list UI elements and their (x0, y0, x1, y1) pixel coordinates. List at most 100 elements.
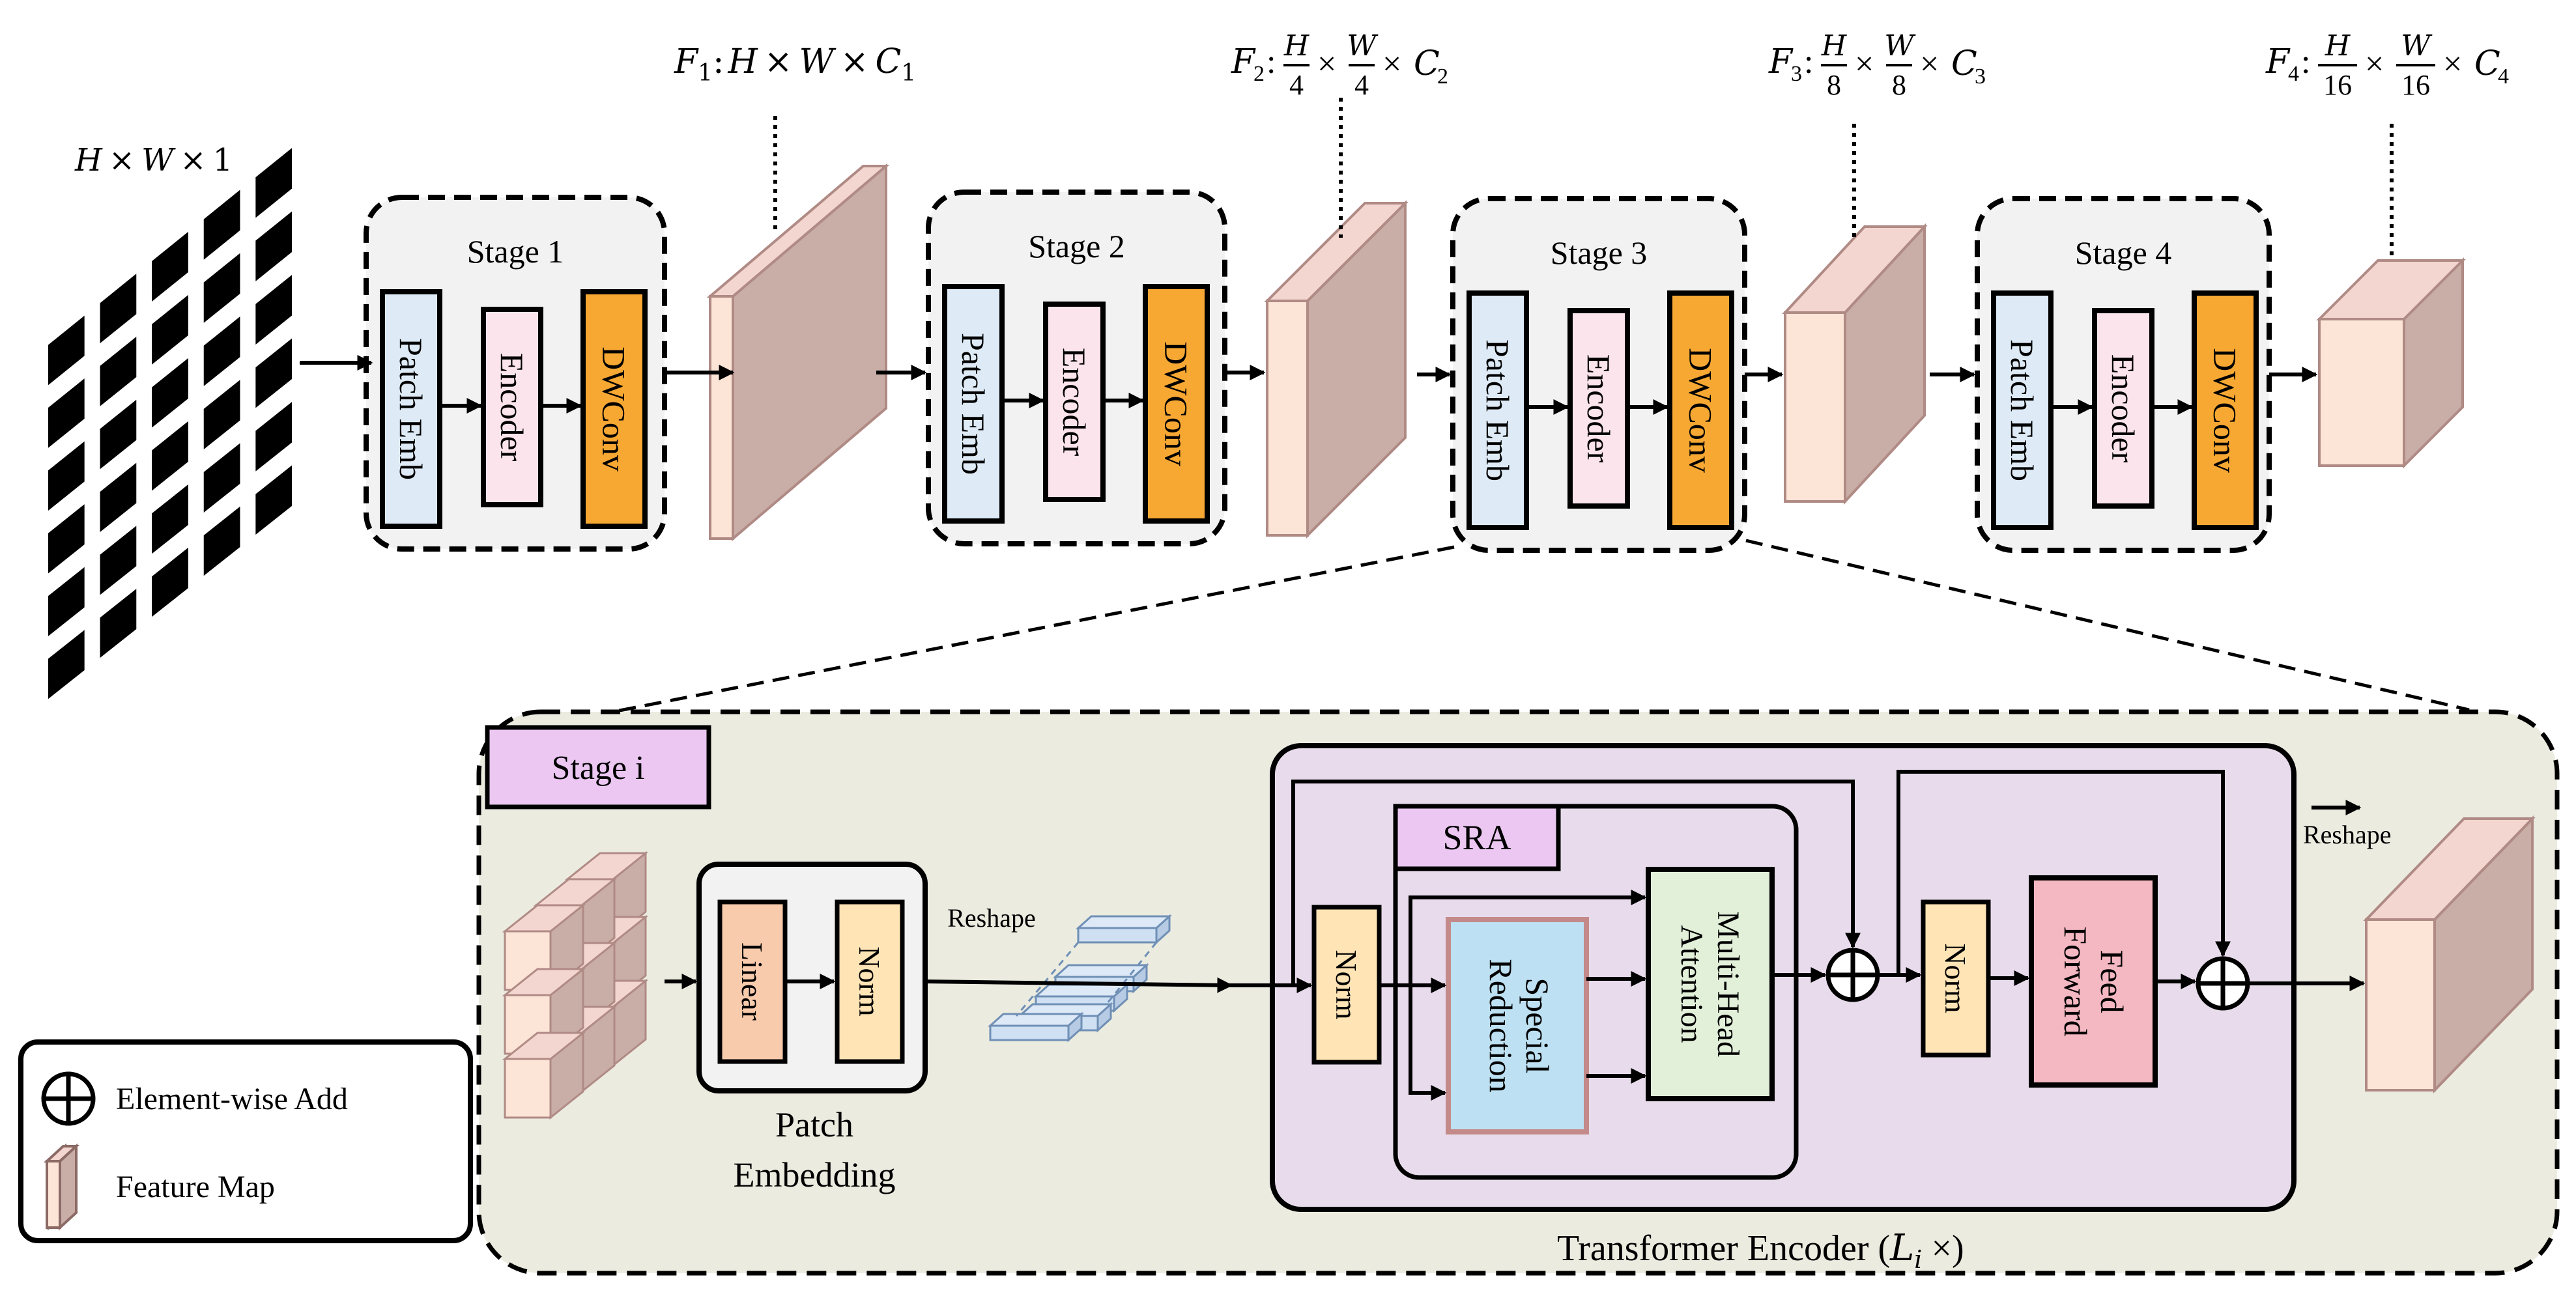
svg-text:×: × (1855, 46, 1874, 83)
input-frame-cell (152, 358, 188, 428)
svg-text:DWConv: DWConv (2207, 348, 2244, 473)
multi-head-attention-block: Multi-Head Attention (1646, 867, 1775, 1101)
input-frame-cell (48, 378, 85, 448)
stage-title: Stage 4 (2075, 234, 2172, 271)
input-frame-cell (100, 462, 137, 532)
feature-label-f4: F4:H16×W16×C4 (2265, 29, 2509, 101)
special-reduction-block: Special Reduction (1446, 917, 1589, 1134)
svg-text:4: 4 (1354, 69, 1369, 101)
svg-text:DWConv: DWConv (596, 346, 633, 472)
svg-text:F1:H×W×C1: F1:H×W×C1 (674, 42, 916, 87)
svg-text:H: H (1821, 29, 1848, 63)
dwconv-block: DWConv (580, 289, 648, 529)
svg-text:Attention: Attention (1674, 925, 1709, 1043)
patch-emb-block: Patch Emb (942, 284, 1005, 524)
transformer-caption: Transformer Encoder (Li ×) (1557, 1227, 1964, 1274)
svg-text:F: F (2265, 42, 2291, 81)
svg-text:Stage i: Stage i (552, 750, 645, 787)
feature-map-f1 (706, 163, 890, 542)
input-image-grid (39, 130, 300, 716)
svg-text:Forward: Forward (2057, 926, 2094, 1036)
patch-embedding-caption-2: Embedding (734, 1155, 896, 1194)
input-frame-cell (100, 589, 137, 658)
svg-text:×: × (2443, 46, 2462, 83)
svg-text:H×W×1: H×W×1 (74, 142, 233, 178)
stage-4: Stage 4 Patch Emb Encoder DWConv (1975, 196, 2272, 553)
input-frame-cell (203, 443, 240, 513)
encoder-block: Encoder (481, 307, 543, 507)
input-frame-cell (152, 484, 188, 554)
input-frame-cell (203, 253, 240, 323)
reshape-legend-label: Reshape (2303, 820, 2392, 849)
arrow-reshape (924, 977, 1233, 993)
dwconv-block: DWConv (1143, 284, 1210, 524)
svg-text:F: F (1768, 42, 1794, 81)
svg-text:Norm: Norm (1939, 943, 1972, 1013)
svg-text:Multi-Head: Multi-Head (1711, 911, 1745, 1057)
feature-label-f3: F3:H8×W8×C3 (1768, 29, 1986, 101)
svg-text:×: × (1382, 46, 1401, 83)
svg-text:×: × (1920, 46, 1939, 83)
svg-text:3: 3 (1975, 64, 1986, 89)
input-frame-cell (100, 526, 137, 595)
svg-text:Special: Special (1519, 978, 1556, 1073)
svg-text:8: 8 (1827, 69, 1841, 101)
legend-feature-label: Feature Map (116, 1170, 275, 1204)
linear-block: Linear (717, 899, 788, 1064)
stage-title: Stage 3 (1551, 234, 1648, 271)
svg-text:Patch Emb: Patch Emb (2004, 339, 2040, 481)
input-patches (502, 851, 649, 1120)
svg-text:F: F (1231, 42, 1256, 81)
transformer-wiring (1231, 770, 2366, 1101)
feature-map-f2 (1264, 200, 1409, 539)
input-frame-cell (100, 399, 137, 470)
svg-text:16: 16 (2323, 69, 2352, 101)
input-frame-cell (100, 274, 137, 344)
svg-text:C: C (1414, 44, 1440, 83)
svg-text::: : (1267, 44, 1276, 81)
svg-text:4: 4 (2288, 62, 2299, 86)
input-frame-cell (255, 275, 293, 345)
svg-text:2: 2 (1253, 62, 1265, 86)
legend-add-label: Element-wise Add (116, 1082, 348, 1116)
add-node-1 (1825, 948, 1880, 1002)
stage-i-tag: Stage i (485, 725, 711, 810)
svg-text:Patch Emb: Patch Emb (955, 333, 992, 475)
stage-title: Stage 2 (1028, 228, 1125, 264)
svg-text:W: W (2401, 29, 2433, 63)
token (988, 1011, 1084, 1043)
input-frame-cell (48, 630, 85, 699)
svg-text:8: 8 (1892, 69, 1906, 101)
input-frame-cell (255, 148, 293, 218)
patch-emb-block: Patch Emb (380, 289, 442, 529)
input-frame-cell (255, 402, 293, 472)
svg-text:C: C (1951, 44, 1977, 83)
feature-leaders (773, 98, 2394, 261)
svg-text:Encoder: Encoder (2105, 354, 2141, 463)
input-frame-cell (203, 190, 240, 260)
norm-block-2: Norm (1921, 899, 1991, 1058)
svg-text:SRA: SRA (1442, 818, 1511, 857)
input-frame-cell (48, 315, 85, 386)
svg-text:2: 2 (1437, 64, 1448, 89)
svg-text:×: × (2365, 46, 2384, 83)
input-frame-cell (100, 337, 137, 406)
feature-map-f3 (1782, 223, 1928, 505)
patch-cube (502, 1030, 586, 1120)
feature-label-f1: F1:H×W×C1 (674, 42, 916, 87)
patch-emb-block: Patch Emb (1467, 290, 1529, 530)
dwconv-block: DWConv (1667, 290, 1734, 530)
svg-text:H: H (1283, 29, 1310, 63)
svg-text:Encoder: Encoder (1056, 348, 1093, 457)
legend: Element-wise Add Feature Map (18, 1039, 473, 1243)
input-frame-cell (255, 211, 293, 281)
svg-text:Feed: Feed (2094, 950, 2130, 1013)
encoder-block: Encoder (1043, 302, 1106, 502)
feed-forward-block: Feed Forward (2029, 875, 2158, 1088)
patch-embedding-caption-1: Patch (775, 1105, 853, 1144)
input-frame-cell (203, 317, 240, 386)
svg-text:DWConv: DWConv (1158, 341, 1195, 466)
